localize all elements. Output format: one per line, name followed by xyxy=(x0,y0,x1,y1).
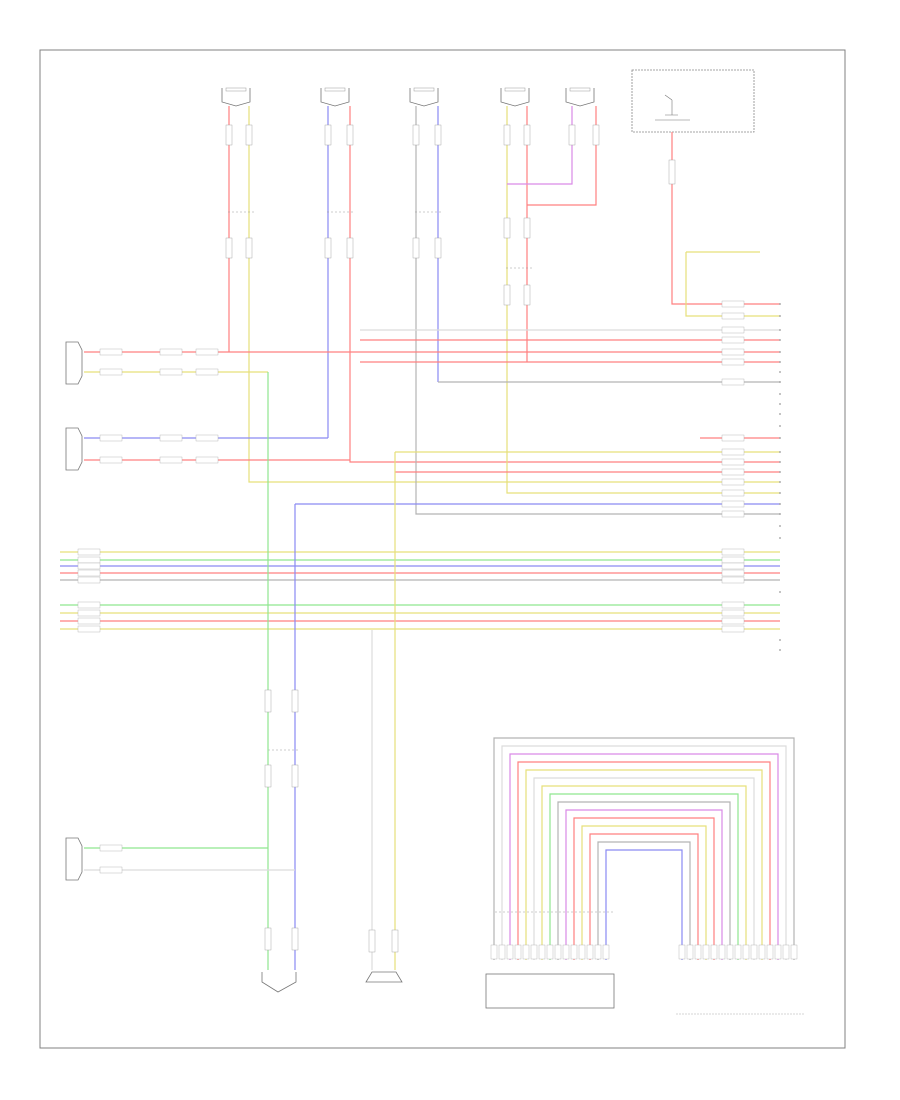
rf-door-speaker xyxy=(65,341,83,385)
lf-tweeter-component xyxy=(320,87,350,107)
lf-door-speaker xyxy=(65,427,83,471)
fuse-box xyxy=(631,69,755,133)
radio-loop-pin-tags xyxy=(490,944,798,960)
radio-unit xyxy=(485,973,615,1009)
rf-tweeter-component xyxy=(221,87,251,107)
rear-vertical-tags xyxy=(264,689,399,953)
amplifier-input-wires xyxy=(295,329,780,505)
shield-lines xyxy=(228,211,615,913)
left-speaker-wires xyxy=(84,351,780,461)
main-bus-wires xyxy=(60,551,780,630)
top-vertical-wires xyxy=(228,106,780,515)
top-components xyxy=(221,87,595,107)
rr-tweeter xyxy=(261,972,297,993)
lr-tweeter-component xyxy=(500,87,530,107)
vertical-wire-tags xyxy=(225,124,676,306)
subwoofer xyxy=(365,971,403,983)
horizontal-wire-tags xyxy=(77,300,745,633)
center-speaker-component xyxy=(409,87,439,107)
diagram-frame xyxy=(39,49,846,1049)
lr-door-speaker-component xyxy=(565,87,595,107)
radio-loop-wires xyxy=(493,737,795,960)
rr-door-speaker xyxy=(65,837,295,881)
amplifier-pin-column xyxy=(779,303,781,651)
